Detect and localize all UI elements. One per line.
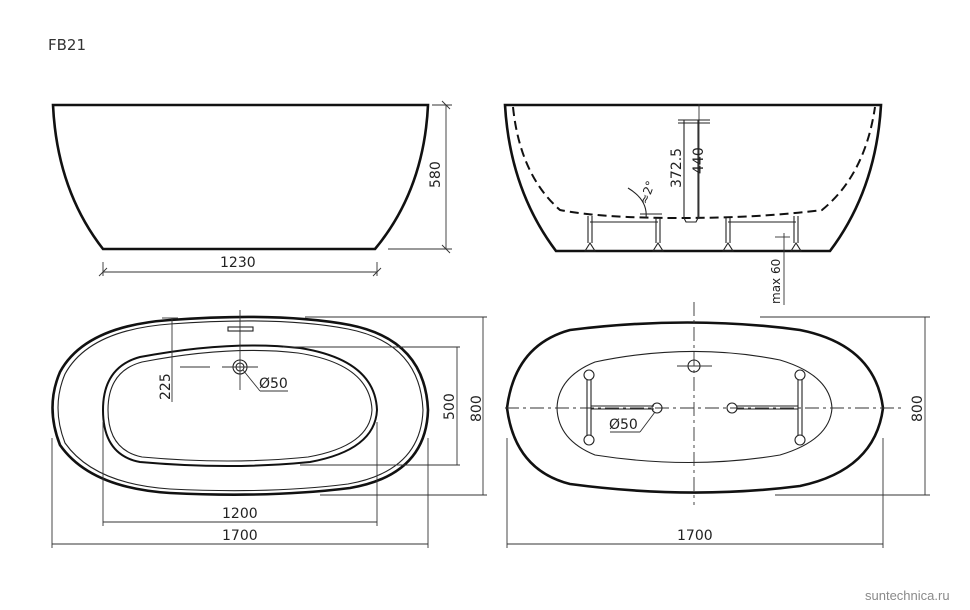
section-view: 372.5 440 ≈2° max 60 bbox=[503, 103, 883, 305]
dim-bottom-width-1230: 1230 bbox=[220, 255, 256, 271]
side-view-outline bbox=[51, 103, 430, 251]
dim-drain-diameter: Ø50 bbox=[609, 417, 638, 433]
section-view-outline bbox=[503, 103, 883, 253]
overflow-slot bbox=[227, 326, 254, 332]
dim-bottom-width-800: 800 bbox=[910, 395, 926, 422]
dim-inner-width-500: 500 bbox=[442, 393, 458, 420]
bottom-view-basin-outline bbox=[556, 350, 833, 464]
inner-basin-dashed bbox=[512, 106, 876, 220]
top-view-rim-inner-line bbox=[57, 320, 424, 492]
bottom-view: Ø50 800 1700 bbox=[505, 302, 930, 548]
leg-frame-right bbox=[722, 216, 802, 252]
top-view-basin-inner-line bbox=[107, 349, 373, 462]
dim-overflow-diameter: Ø50 bbox=[259, 376, 288, 392]
watermark: suntechnica.ru bbox=[865, 588, 950, 603]
side-view: 580 1230 bbox=[51, 100, 452, 277]
drain-hole bbox=[651, 402, 663, 414]
bottom-leg-frame-left bbox=[583, 369, 663, 446]
dim-outer-length-1700: 1700 bbox=[222, 528, 258, 544]
dim-overflow-offset-225: 225 bbox=[158, 373, 174, 400]
dim-bottom-length-1700: 1700 bbox=[677, 528, 713, 544]
dim-slope-2deg: ≈2° bbox=[637, 179, 658, 206]
dim-height-580: 580 bbox=[428, 161, 444, 188]
dim-inner-length-1200: 1200 bbox=[222, 506, 258, 522]
bottom-view-outline bbox=[505, 321, 885, 494]
dim-drain-372-5: 372.5 bbox=[669, 148, 685, 188]
dim-drain-440: 440 bbox=[691, 147, 707, 174]
bottom-leg-frame-right bbox=[726, 369, 806, 446]
dim-outer-width-800: 800 bbox=[469, 395, 485, 422]
top-view: Ø50 225 500 800 1200 1700 bbox=[51, 310, 487, 548]
drawing-title: FB21 bbox=[48, 36, 87, 54]
top-view-outer-rim bbox=[51, 315, 430, 496]
leg-frame-left bbox=[584, 216, 664, 252]
dim-leg-adjust-max-60: max 60 bbox=[769, 259, 783, 304]
